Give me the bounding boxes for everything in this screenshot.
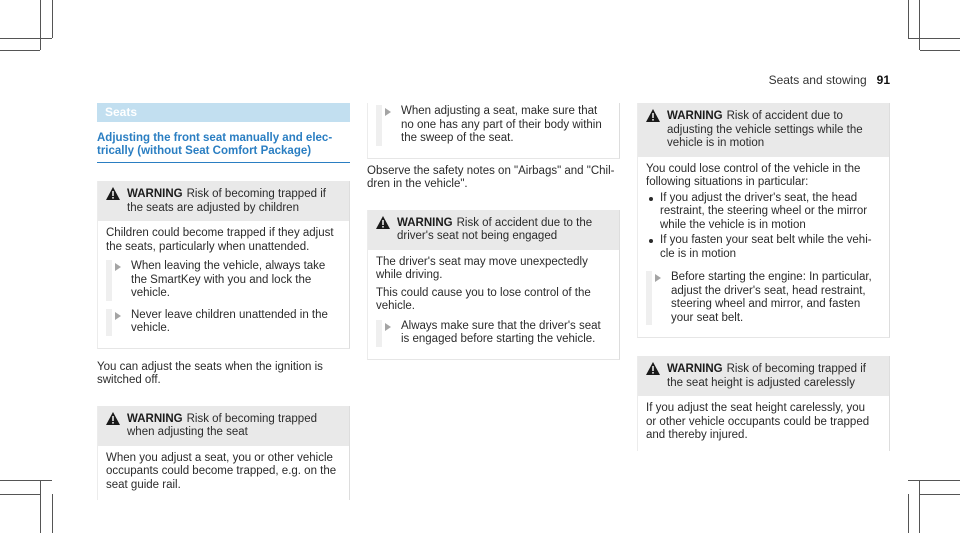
step-bar [376,105,382,146]
step-text: Never leave children unattended in the v… [131,308,328,335]
section-bar: Seats [97,103,350,122]
crop-mark [908,0,909,38]
crop-mark [52,494,53,533]
bullet-dot [649,196,653,201]
paragraph: You can adjust the seats when the igniti… [97,360,323,387]
page-header: Seats and stowing 91 [769,73,890,87]
warning-heading: Risk of accident due to adjusting the ve… [667,110,863,149]
bullet-item: If you adjust the driver's seat, the hea… [646,192,881,233]
crop-mark [52,0,53,38]
warning-text: You could lose control of the vehicle in… [646,162,861,189]
paragraph: Observe the safety notes on "Airbags" an… [367,164,615,191]
warning-label: WARNING [127,412,183,425]
action-step: Before starting the engine: In particula… [646,271,881,325]
section-title: Adjusting the front seat manually and el… [97,132,350,163]
warning-heading: Risk of becoming trapped when adjusting … [127,412,317,439]
action-step: Never leave children unattended in the v… [106,308,341,336]
step-bar [106,260,112,301]
step-text: When leaving the vehicle, always take th… [131,260,326,299]
step-arrow-icon [115,263,121,271]
warning-heading: Risk of accident due to the driver's sea… [397,216,593,243]
warning-text: This could cause you to lose control of … [376,286,591,313]
crop-mark [0,494,40,495]
warning-text: If you adjust the seat height carelessly… [646,402,870,441]
action-step: When adjusting a seat, make sure that no… [376,105,611,146]
warning-body: When adjusting a seat, make sure that no… [368,103,619,158]
step-arrow-icon [115,311,121,320]
warning-body: The driver's seat may move unexpectedly … [368,250,619,359]
warning-body: When you adjust a seat, you or other veh… [98,446,349,501]
crop-mark [908,480,960,481]
warning-body: If you adjust the seat height carelessly… [638,396,889,451]
warning-text: When you adjust a seat, you or other veh… [106,451,337,491]
crop-mark [40,480,41,533]
column-2: When adjusting a seat, make sure that no… [367,103,620,360]
warning-label: WARNING [667,110,723,122]
warning-body: Children could become trapped if they ad… [98,221,349,348]
crop-mark [40,0,41,50]
step-text: Always make sure that the driver's seat … [401,319,601,346]
warning-body: You could lose control of the vehicle in… [638,157,889,338]
step-bar [106,308,112,336]
warning-triangle-icon [106,187,120,200]
bullet-dot [649,239,653,243]
crop-mark [908,38,960,39]
running-title: Seats and stowing [768,73,867,87]
warning-label: WARNING [667,363,723,375]
warning-triangle-icon [376,215,390,229]
warning-box-continued: When adjusting a seat, make sure that no… [367,103,620,159]
action-step: When leaving the vehicle, always take th… [106,260,341,301]
step-text: Before starting the engine: In particula… [671,271,872,324]
crop-mark [920,50,960,51]
crop-mark [0,50,40,51]
step-arrow-icon [655,274,661,282]
crop-mark [919,0,920,50]
warning-text: The driver's seat may move unexpectedly … [376,255,588,282]
bullet-text: If you adjust the driver's seat, the hea… [660,191,868,231]
warning-triangle-icon [646,362,660,375]
warning-triangle-icon [646,109,660,122]
bullet-text: If you fasten your seat belt while the v… [660,234,872,260]
crop-mark [0,480,52,481]
crop-mark [920,494,960,495]
warning-heading: Risk of becoming trapped if the seats ar… [127,188,326,214]
crop-mark [919,480,920,533]
crop-mark [908,494,909,533]
bullet-item: If you fasten your seat belt while the v… [646,234,881,261]
crop-mark [0,38,52,39]
warning-heading: Risk of becoming trapped if the seat hei… [667,363,866,389]
step-arrow-icon [385,322,391,331]
step-arrow-icon [385,108,391,116]
step-bar [646,271,652,325]
step-bar [376,319,382,347]
warning-text: Children could become trapped if they ad… [106,227,334,253]
warning-triangle-icon [106,411,120,425]
page-number: 91 [876,73,890,87]
warning-label: WARNING [397,216,453,229]
warning-label: WARNING [127,188,183,200]
column-1: Seats Adjusting the front seat manually … [97,103,350,500]
action-step: Always make sure that the driver's seat … [376,319,611,347]
step-text: When adjusting a seat, make sure that no… [401,105,602,144]
